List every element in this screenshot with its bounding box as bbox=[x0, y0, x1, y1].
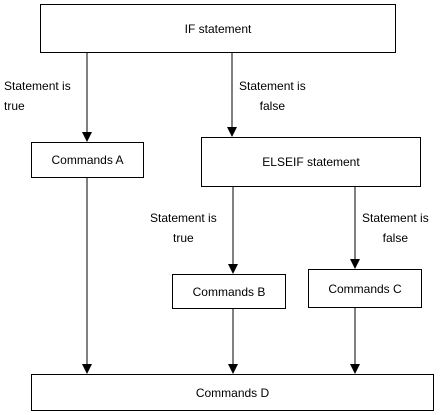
edge-label-line: Statement is bbox=[150, 211, 217, 225]
edge-label-elseif-false: Statement is false bbox=[362, 208, 429, 248]
edge-label-if-true: Statement is true bbox=[4, 76, 71, 116]
commands-a-box: Commands A bbox=[31, 142, 144, 178]
edge-label-line: Statement is bbox=[362, 211, 429, 225]
commands-c-box: Commands C bbox=[308, 269, 422, 308]
edge-label-line: Statement is bbox=[239, 79, 306, 93]
edge-label-line: true bbox=[173, 231, 194, 245]
edge-label-elseif-true: Statement is true bbox=[150, 208, 217, 248]
edge-label-if-false: Statement is false bbox=[239, 76, 306, 116]
if-statement-box: IF statement bbox=[40, 4, 396, 53]
edge-label-line: Statement is bbox=[4, 79, 71, 93]
edge-label-line: false bbox=[382, 231, 409, 245]
commands-d-box: Commands D bbox=[31, 374, 434, 411]
commands-b-box: Commands B bbox=[172, 274, 286, 309]
edge-label-line: true bbox=[4, 99, 25, 113]
elseif-statement-box: ELSEIF statement bbox=[201, 137, 421, 187]
edge-label-line: false bbox=[259, 99, 286, 113]
